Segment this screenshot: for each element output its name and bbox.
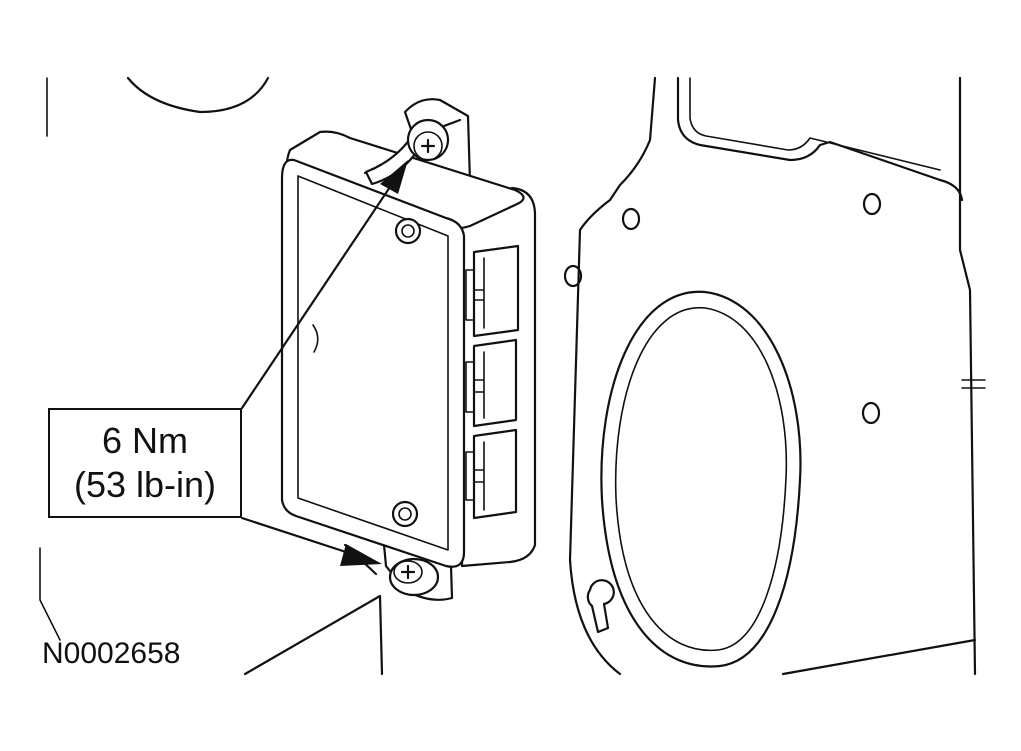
speaker-cutout [600,290,802,668]
figure-id: N0002658 [42,637,181,670]
panel-hole [861,401,881,425]
electronic-module [280,98,537,601]
panel-hole [862,192,882,216]
leader-arrow-upper [240,160,408,410]
panel-hole [563,264,583,288]
upper-mounting-screw [406,118,450,162]
connector-lower [465,428,518,520]
torque-imperial: (53 lb-in) [73,464,217,505]
lower-mounting-screw [388,557,440,597]
leader-arrow-lower [240,516,382,566]
door-inner-panel [39,76,986,676]
connector-upper [465,244,520,338]
keyhole-slot [586,579,615,634]
connector-middle [465,338,518,428]
panel-hole [621,207,641,231]
torque-metric: 6 Nm [101,420,188,461]
torque-callout: 6 Nm (53 lb-in) [48,408,242,518]
